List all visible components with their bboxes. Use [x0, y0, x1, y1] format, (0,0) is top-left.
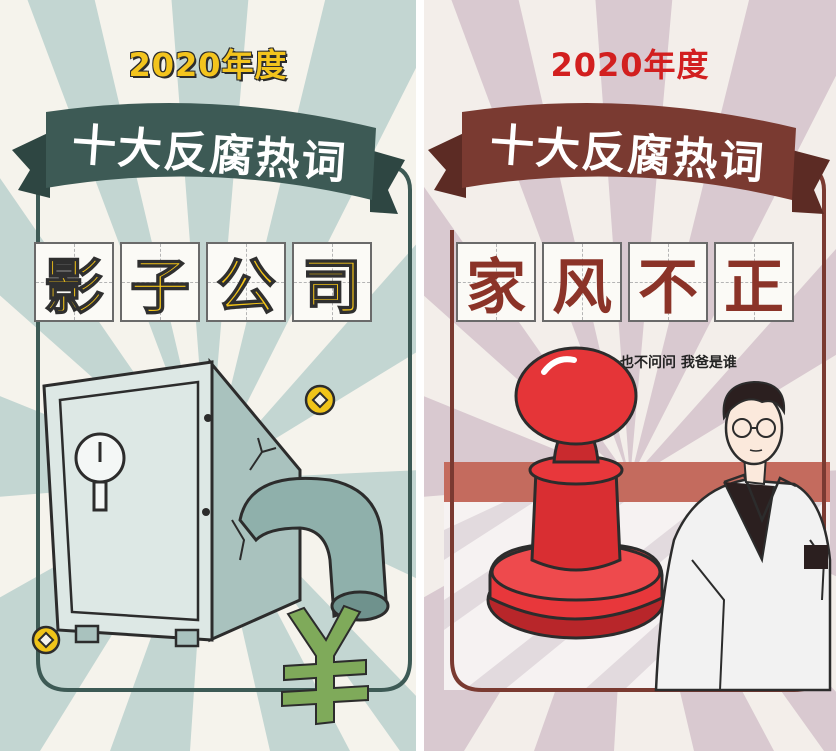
- red-stamp-icon: [486, 346, 666, 640]
- ribbon-banner: [46, 103, 376, 200]
- keyword-tile: 公: [206, 242, 286, 323]
- safe-illustration: [31, 357, 390, 726]
- year-title: 2020年度: [128, 46, 288, 84]
- poster-shadow-company: 2020年度 十大反腐热词 影 子 公 司: [0, 0, 416, 751]
- ribbon-banner: [462, 103, 796, 200]
- keyword-tiles: 影 子 公 司: [34, 242, 372, 323]
- ribbon-tail-left: [428, 132, 466, 198]
- keyword-tile: 子: [120, 242, 200, 323]
- ribbon-tail-right: [792, 150, 830, 214]
- ribbon-tail-right: [370, 150, 405, 214]
- year-title: 2020年度: [550, 46, 710, 84]
- handle-icon: [92, 480, 108, 512]
- coin-icon: [31, 625, 61, 655]
- poster-family-style: 2020年度 十大反腐热词 家 风 不 正 也不问问 我爸是谁: [424, 0, 836, 751]
- keyword-tile: 司: [292, 242, 372, 323]
- keyword-tile: 家: [456, 242, 536, 323]
- ribbon-tail-left: [12, 132, 50, 198]
- coin-icon: [304, 384, 336, 416]
- keyword-tile: 正: [714, 242, 794, 323]
- keyword-tile: 影: [34, 242, 114, 323]
- speech-caption: 也不问问 我爸是谁: [620, 355, 737, 371]
- pipe-outflow: [238, 476, 388, 618]
- yuan-symbol-icon: [281, 604, 369, 726]
- keyword-tile: 风: [542, 242, 622, 323]
- man-figure: [654, 380, 832, 692]
- keyword-tile: 不: [628, 242, 708, 323]
- keyword-tiles: 家 风 不 正: [456, 242, 794, 323]
- stamp-and-man-illustration: [486, 346, 832, 692]
